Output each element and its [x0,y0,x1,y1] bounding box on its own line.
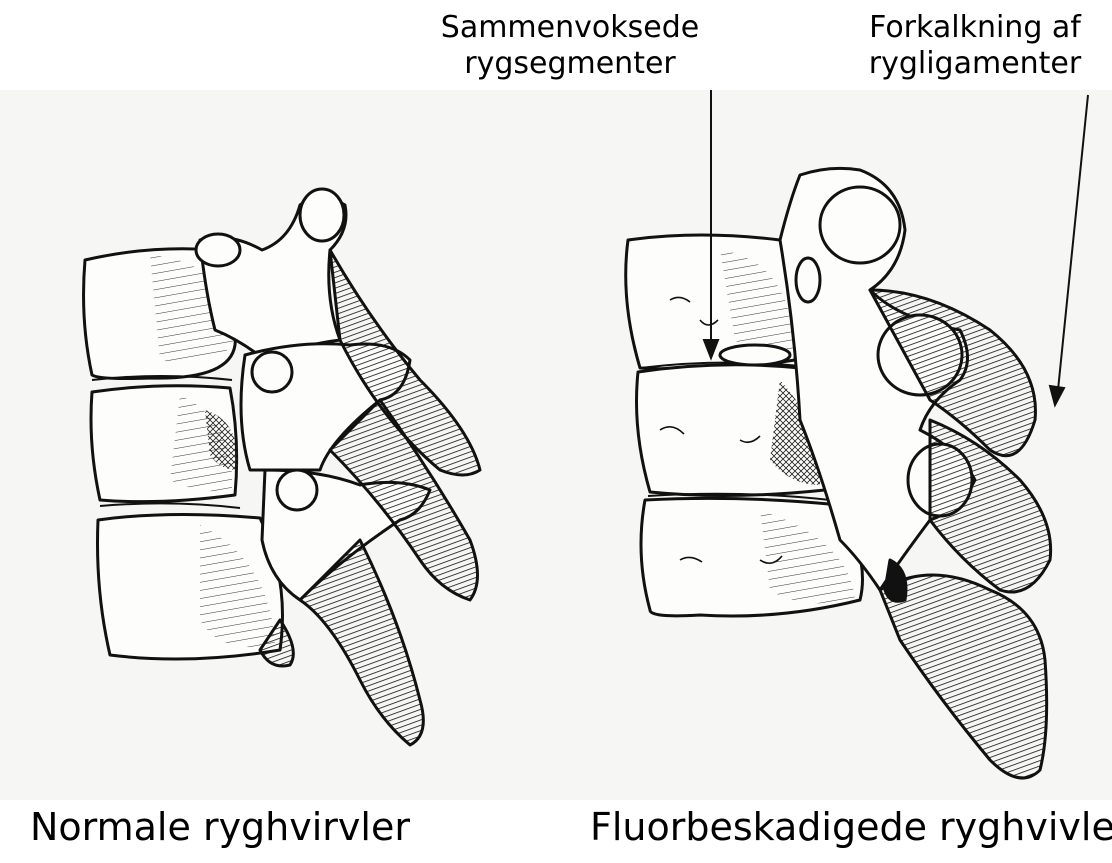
normal-vertebrae-drawing [84,189,480,745]
calcified-ligament-3 [880,575,1047,778]
label-ligament-calcification-line2: rygligamenter [840,46,1110,82]
label-fused-segments: Sammenvoksede rygsegmenter [400,10,740,82]
caption-normal-vertebrae: Normale ryghvirvler [30,805,410,849]
label-ligament-calcification: Forkalkning af rygligamenter [840,10,1110,82]
arrow-ligament-calcification [1058,95,1088,390]
label-fused-segments-line1: Sammenvoksede [400,10,740,46]
damaged-vertebrae-drawing [626,168,1051,778]
caption-damaged-vertebrae: Fluorbeskadigede ryghvivler [590,805,1112,849]
label-ligament-calcification-line1: Forkalkning af [840,10,1110,46]
label-fused-segments-line2: rygsegmenter [400,46,740,82]
